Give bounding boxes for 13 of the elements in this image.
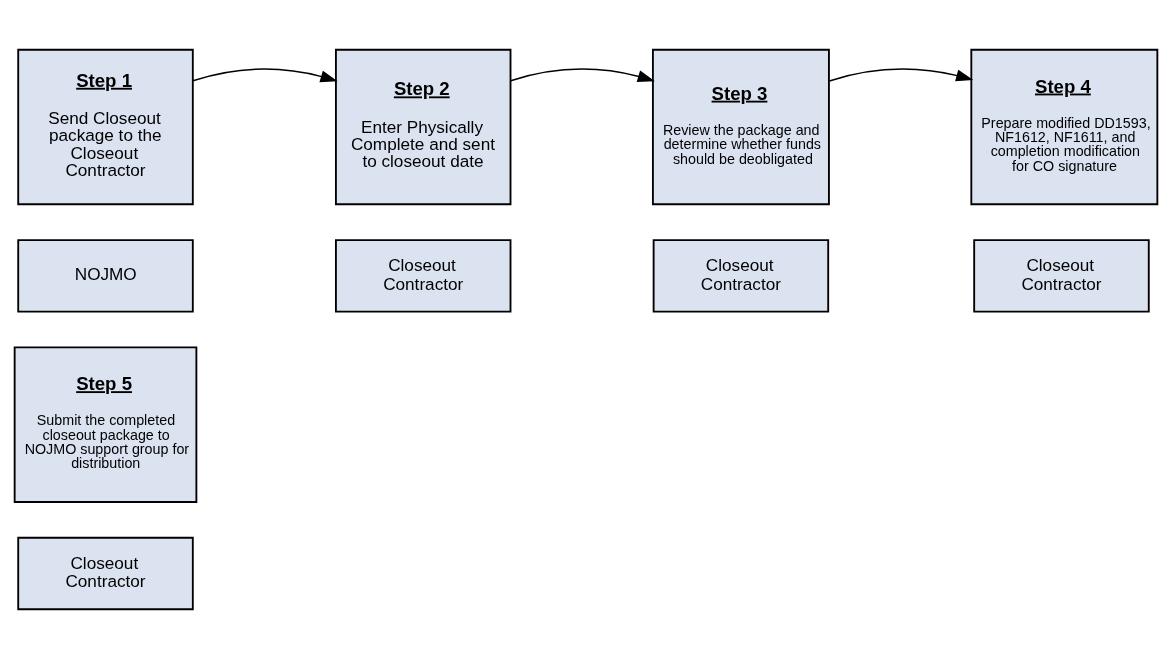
arrow [192,68,338,83]
node-box: Step 5 Submit the completed closeout package to NOJMO support group for distribution [13,346,198,503]
node-box: Step 1 Send Closeout package to the Closeout Contractor [17,48,194,206]
arrow [828,68,974,82]
node-box: Step 2 Enter Physically Complete and sent to closeout date [335,48,512,206]
node-box: Step 4 Prepare modified DD1593, NF1612, NF1611, and completion modification for CO signature [970,48,1159,206]
node-box: Closeout Contractor [17,536,194,611]
arrow [510,68,655,83]
node-box: Step 3 Review the package and determine whether funds should be deobligated [651,48,830,206]
node-box: NOJMO [17,239,194,313]
node-box: Closeout Contractor [335,239,512,313]
node-box: Closeout Contractor [652,239,830,313]
node-box: Closeout Contractor [973,239,1150,313]
